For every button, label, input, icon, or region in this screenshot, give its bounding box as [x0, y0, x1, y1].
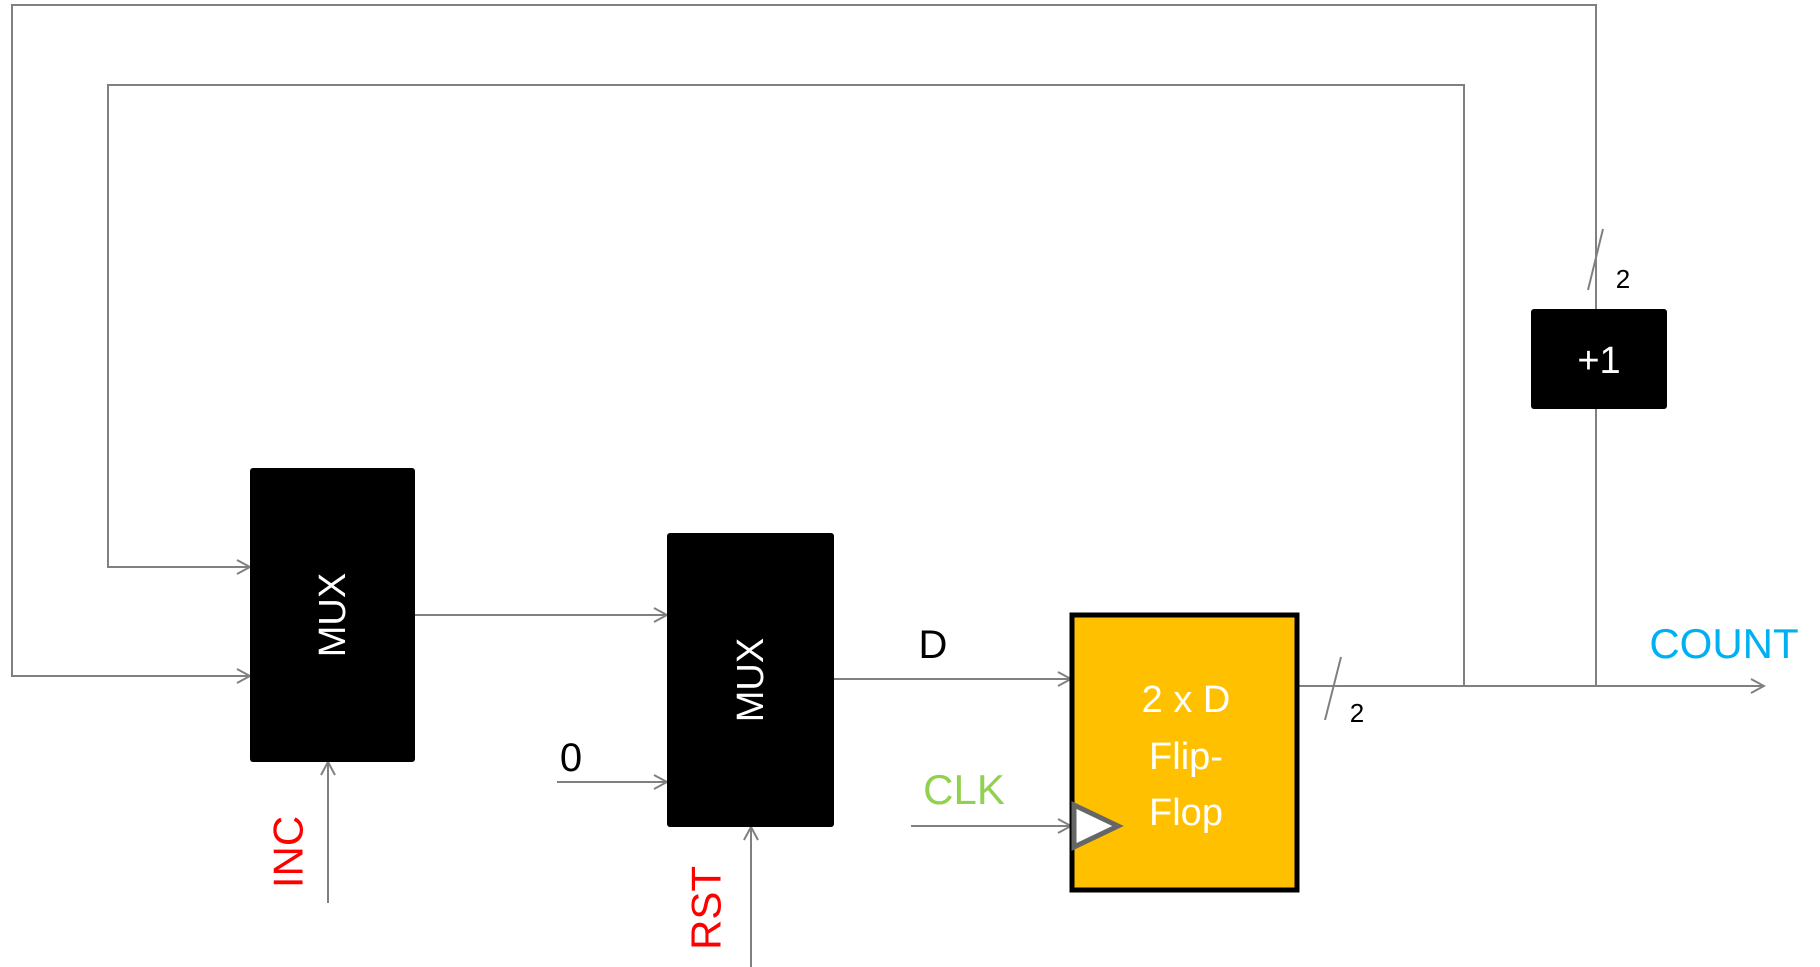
hold-feedback-wire — [107, 84, 1465, 686]
increment-feedback-wire — [11, 4, 1597, 676]
feedback-bus-slash — [1587, 228, 1604, 291]
mux2-body — [667, 533, 834, 827]
clock-input-triangle — [1071, 801, 1124, 851]
wires-group — [11, 4, 1764, 967]
mux2-block: MUX — [667, 533, 834, 827]
flipflop-label-line1: 2 x D — [1142, 679, 1231, 721]
zero-constant-label: 0 — [560, 736, 582, 780]
output-bus-slash — [1324, 656, 1342, 721]
mux1-label: MUX — [312, 573, 354, 657]
feedback-bus-width-label: 2 — [1616, 264, 1630, 294]
d-signal-label: D — [919, 623, 948, 667]
inc-signal-label: INC — [265, 816, 312, 888]
flipflop-label-line2: Flip- — [1149, 736, 1223, 778]
flipflop-block: 2 x D Flip- Flop — [1069, 612, 1300, 893]
mux1-block: MUX — [250, 468, 415, 762]
clk-signal-label: CLK — [923, 766, 1005, 813]
incrementer-block: +1 — [1531, 309, 1667, 409]
flipflop-body — [1069, 612, 1300, 893]
rst-signal-label: RST — [683, 866, 730, 950]
signal-labels: D 0 CLK COUNT INC RST 2 2 — [265, 264, 1799, 950]
flipflop-label-line3: Flop — [1149, 792, 1223, 834]
mux2-label: MUX — [730, 638, 772, 722]
incrementer-body — [1531, 309, 1667, 409]
output-bus-width-label: 2 — [1350, 698, 1364, 728]
incrementer-label: +1 — [1577, 340, 1620, 382]
mux1-body — [250, 468, 415, 762]
count-signal-label: COUNT — [1649, 620, 1798, 667]
